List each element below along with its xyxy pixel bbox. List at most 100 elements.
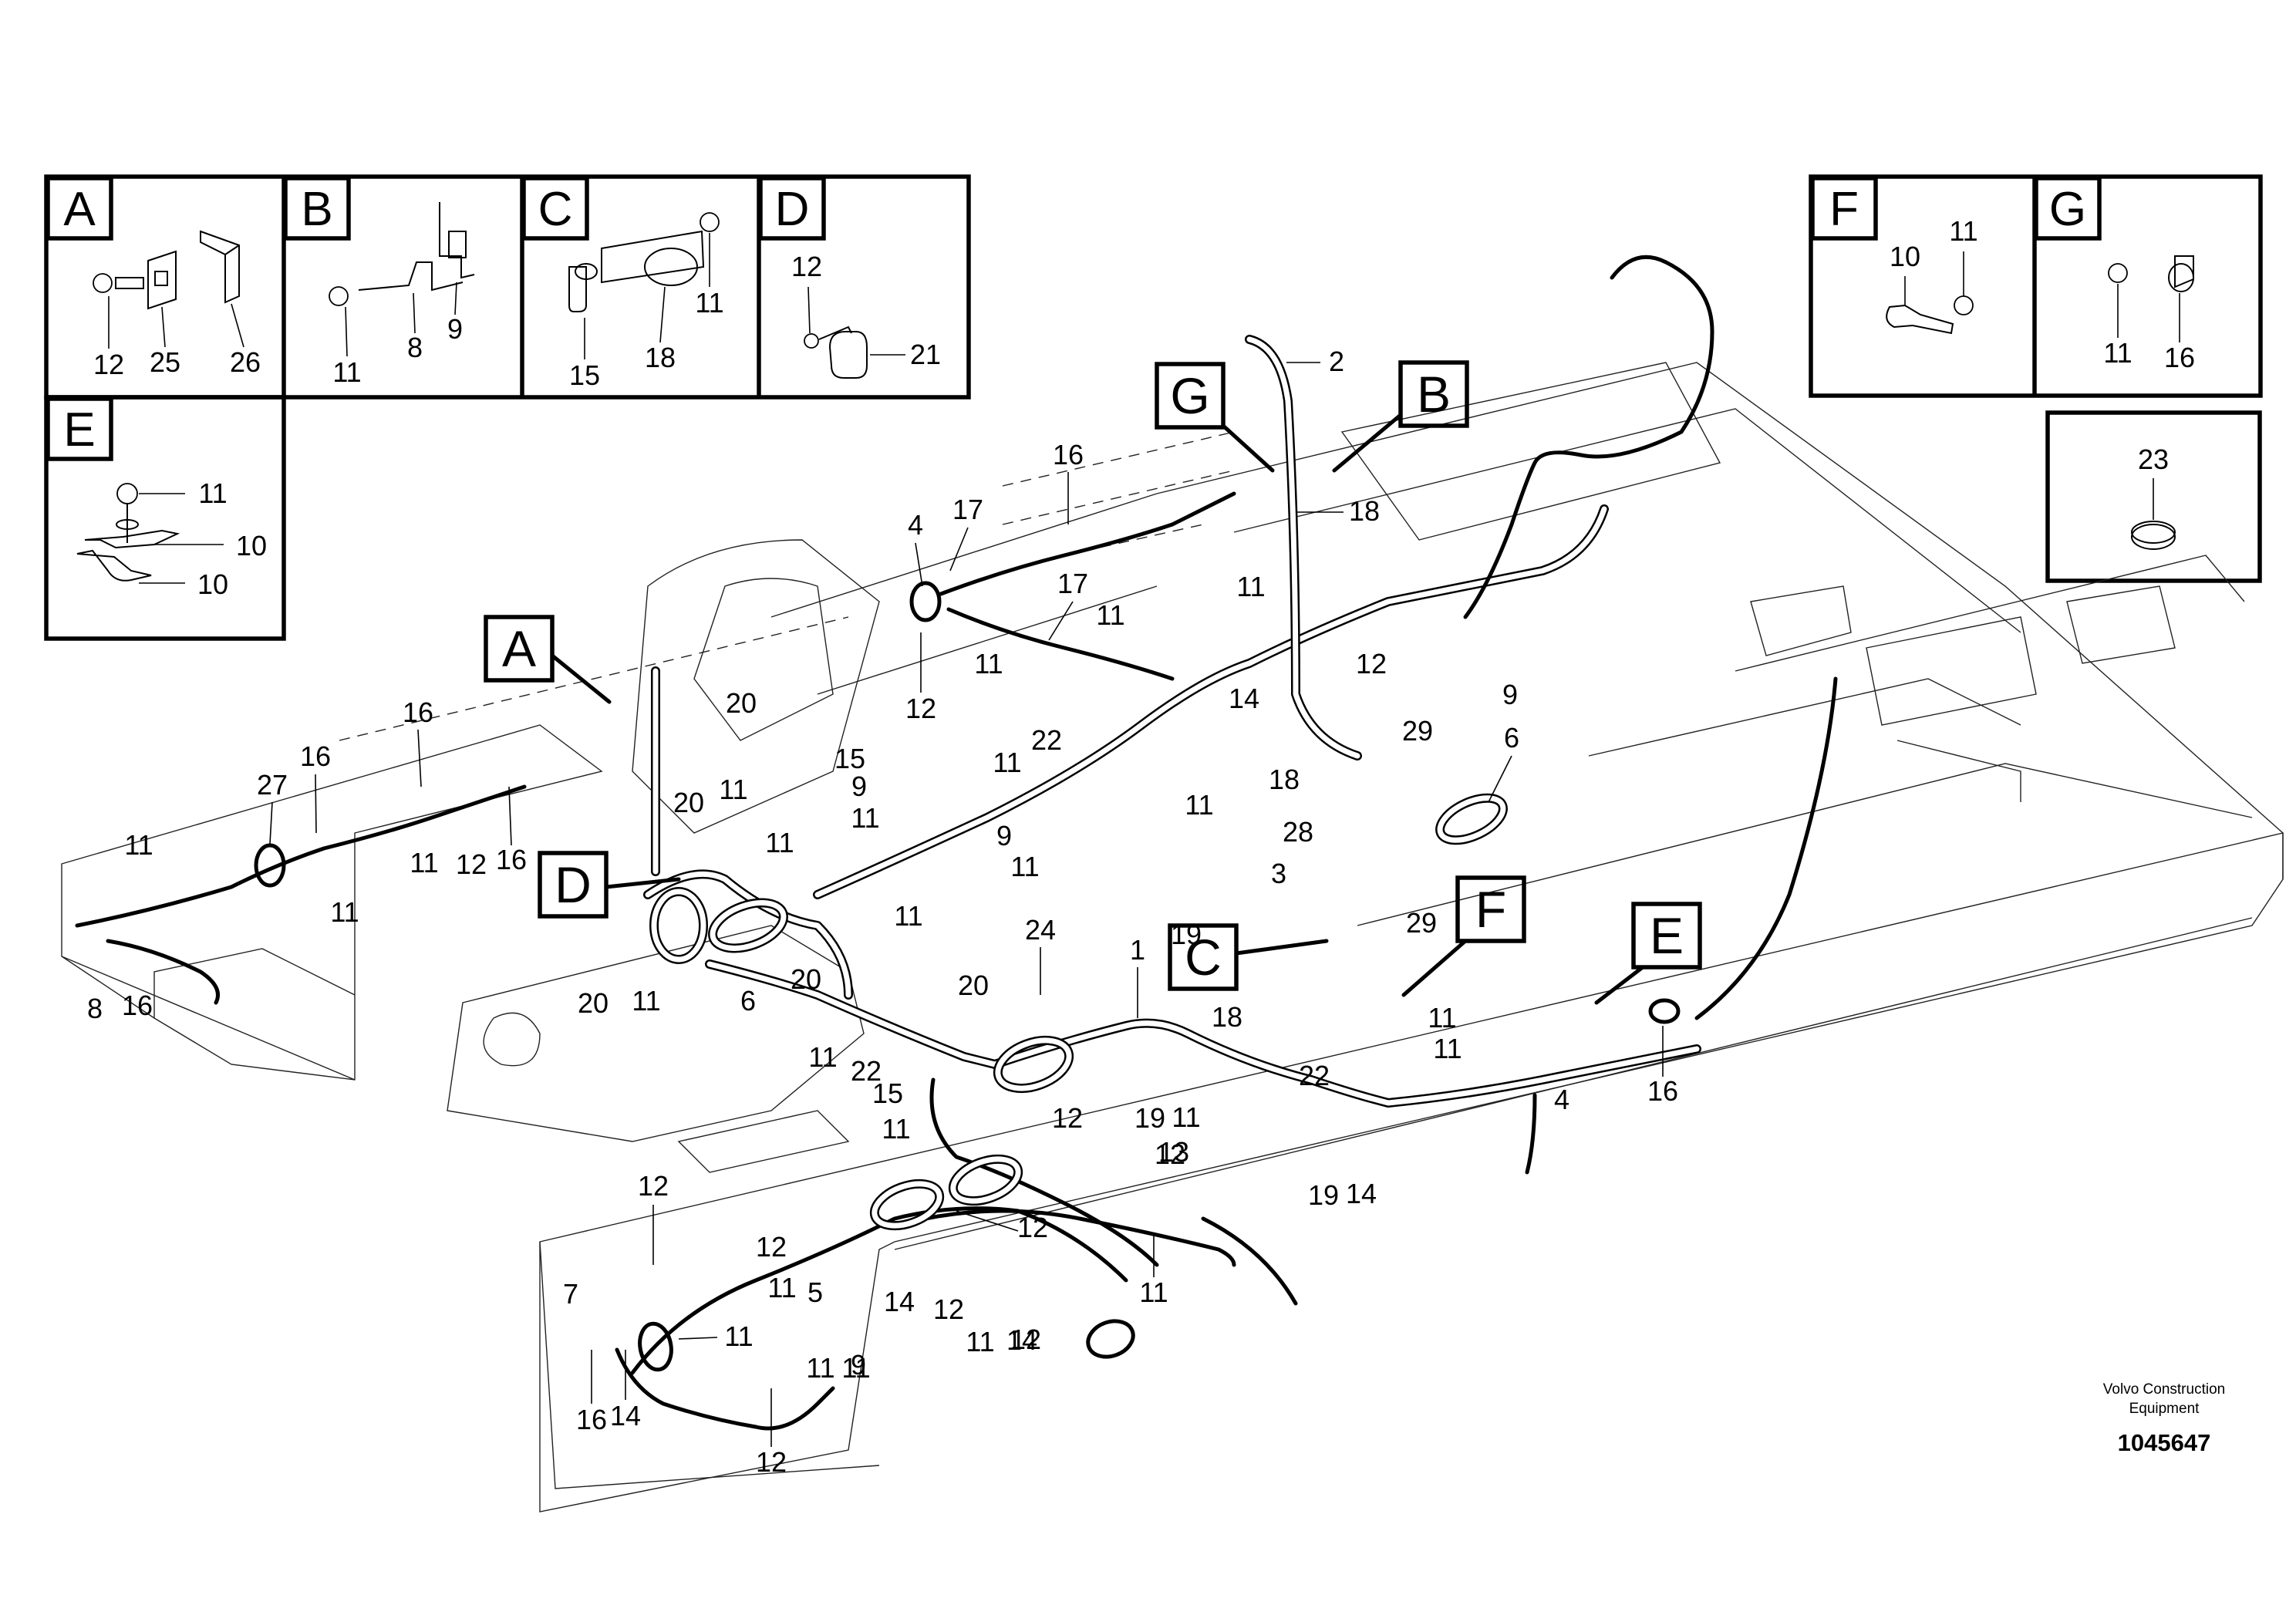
part-labels: 2 18 16 17 4 11 17 11 12 11 22 11 14 11 … — [87, 346, 1678, 1478]
part-label: 11 — [767, 1272, 796, 1303]
part-label: 1 — [1130, 934, 1145, 966]
part-label: 20 — [791, 963, 821, 995]
detail-box-c: C 15 18 11 — [521, 176, 724, 391]
part-label: 12 — [1010, 1324, 1041, 1355]
part-label: 29 — [1406, 907, 1437, 939]
part-label: 11 — [806, 1352, 834, 1384]
part-label: 14 — [1229, 683, 1259, 714]
part-label: 12 — [456, 848, 487, 880]
part-label: 11 — [974, 648, 1003, 679]
part-label: 20 — [578, 987, 609, 1019]
detail-letter-c: C — [538, 183, 573, 236]
part-label: 14 — [1346, 1178, 1377, 1209]
part-label: 9 — [851, 1349, 866, 1381]
callout-f: F — [1401, 875, 1526, 997]
label-c-15: 15 — [569, 359, 600, 391]
label-b-11: 11 — [332, 356, 361, 388]
part-label: 11 — [1096, 599, 1124, 631]
callout-e: E — [1594, 902, 1702, 1005]
part-label: 28 — [1283, 816, 1313, 848]
footer: Volvo Construction Equipment 1045647 — [2103, 1381, 2225, 1456]
wiring-harness — [75, 255, 1838, 1431]
part-label: 11 — [1433, 1033, 1462, 1064]
part-label: 8 — [87, 993, 103, 1024]
part-label: 16 — [576, 1404, 607, 1435]
part-label: 7 — [563, 1278, 578, 1310]
part-label: 5 — [807, 1276, 823, 1308]
detail-letter-f: F — [1829, 183, 1859, 236]
label-a-12: 12 — [93, 349, 124, 380]
part-label: 11 — [966, 1326, 994, 1357]
part-label: 16 — [403, 696, 433, 728]
detail-box-plug: 23 — [2131, 443, 2176, 550]
part-label: 11 — [882, 1113, 910, 1145]
callout-c: C — [1168, 923, 1329, 991]
part-label: 13 — [1158, 1136, 1189, 1168]
label-g-11: 11 — [2103, 337, 2132, 369]
part-label: 6 — [740, 985, 756, 1017]
part-label: 12 — [1017, 1212, 1048, 1243]
detail-panel-left: A 12 25 26 B 11 8 9 — [44, 174, 971, 641]
callout-a: A — [484, 615, 612, 704]
part-label: 12 — [1052, 1102, 1083, 1134]
callout-d: D — [538, 851, 681, 919]
part-label: 11 — [894, 900, 922, 932]
label-e-10a: 10 — [236, 530, 267, 561]
part-label: 14 — [1006, 1324, 1037, 1356]
detail-box-b: B 11 8 9 — [283, 176, 475, 388]
part-label: 11 — [808, 1041, 837, 1073]
svg-text:B: B — [1417, 366, 1451, 423]
part-label: 19 — [1308, 1179, 1339, 1211]
brand-line-2: Equipment — [2129, 1401, 2200, 1417]
part-label: 14 — [884, 1286, 915, 1317]
part-label: 12 — [1356, 648, 1387, 679]
part-label: 20 — [958, 969, 989, 1001]
label-b-9: 9 — [447, 313, 463, 345]
part-label: 12 — [638, 1170, 669, 1202]
part-label: 11 — [724, 1320, 753, 1352]
brand-line-1: Volvo Construction — [2103, 1381, 2225, 1398]
part-label: 22 — [851, 1055, 882, 1087]
part-label: 18 — [1269, 764, 1300, 795]
part-label: 11 — [632, 985, 660, 1017]
svg-text:G: G — [1170, 367, 1209, 424]
callout-g: G — [1155, 362, 1275, 473]
detail-box-f: F 10 11 — [1810, 176, 1978, 335]
part-label: 19 — [1171, 919, 1202, 950]
label-d-12: 12 — [791, 251, 822, 282]
label-plug-23: 23 — [2138, 443, 2169, 475]
part-label: 18 — [1212, 1001, 1242, 1033]
part-label: 11 — [1428, 1002, 1456, 1034]
part-label: 11 — [330, 896, 359, 928]
svg-text:A: A — [502, 620, 536, 677]
detail-letter-d: D — [775, 183, 810, 236]
part-label: 16 — [1647, 1075, 1678, 1107]
part-label: 20 — [726, 687, 757, 719]
part-label: 11 — [1172, 1101, 1200, 1133]
callout-b: B — [1332, 360, 1469, 473]
detail-box-d: D 12 21 — [758, 176, 941, 379]
detail-box-a: A 12 25 26 — [46, 176, 261, 380]
part-label: 16 — [300, 740, 331, 772]
part-label: 11 — [841, 1352, 870, 1384]
part-label: 16 — [496, 844, 527, 875]
label-f-10: 10 — [1890, 241, 1920, 272]
part-label: 14 — [610, 1400, 641, 1431]
part-label: 11 — [719, 774, 747, 805]
part-label: 17 — [952, 494, 983, 525]
part-label: 11 — [410, 847, 438, 878]
label-c-18: 18 — [645, 342, 676, 373]
machine-frame-outline — [61, 362, 2284, 1512]
part-label: 22 — [1299, 1060, 1330, 1091]
part-label: 11 — [993, 747, 1021, 778]
detail-letter-g: G — [2049, 183, 2086, 236]
part-label: 12 — [1155, 1138, 1185, 1170]
part-label: 11 — [1139, 1276, 1168, 1308]
label-d-21: 21 — [910, 339, 941, 370]
part-label: 11 — [1185, 789, 1213, 821]
part-label: 12 — [905, 693, 936, 724]
detail-letter-e: E — [63, 403, 95, 457]
callout-boxes: A B C D E F G — [484, 360, 1702, 1005]
part-label: 11 — [1010, 851, 1039, 882]
